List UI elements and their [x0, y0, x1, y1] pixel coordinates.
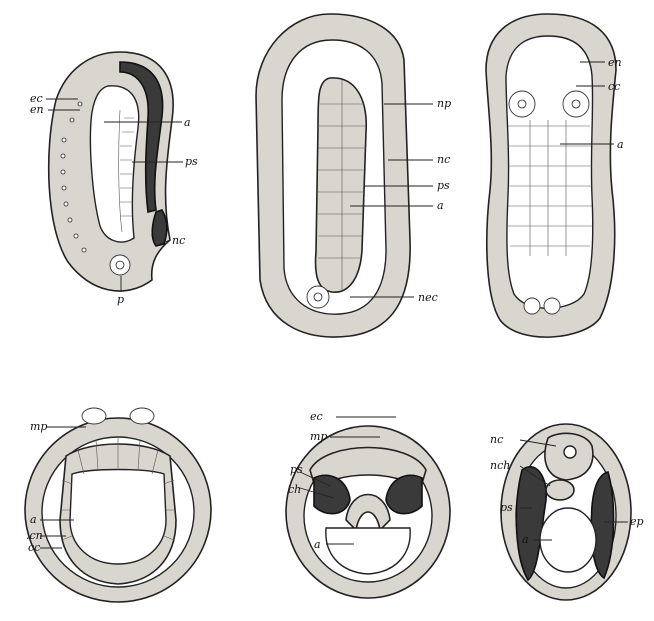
- fig5-label-ec: ec: [310, 410, 323, 423]
- figure-4-transverse-section: mp a .cn cc: [25, 408, 211, 602]
- fig1-label-ps: ps: [185, 155, 198, 168]
- fig4-label-mp: mp: [30, 420, 47, 433]
- fig1-label-p: p: [117, 293, 124, 306]
- fig4-label-cc: cc: [28, 541, 40, 554]
- figure-6-later-section: nc nch ps a ep: [490, 424, 644, 600]
- fig2-label-ps: ps: [437, 179, 450, 192]
- fig5-label-a: a: [314, 538, 321, 551]
- fig6-label-ep: ep: [630, 515, 644, 528]
- fig6-label-a: a: [522, 533, 529, 546]
- fig1-pole-cell-nucleus: [116, 261, 124, 269]
- fig6-notochord: [546, 480, 574, 500]
- fig2-label-a: a: [437, 199, 444, 212]
- fig5-label-mp: mp: [310, 430, 327, 443]
- fig2-notochord-column: [316, 78, 367, 292]
- fig1-label-nc: nc: [172, 234, 185, 247]
- fig1-label-en: en: [30, 103, 44, 116]
- fig1-label-a: a: [184, 116, 191, 129]
- figure-2-elongated-sac: np nc ps a nec: [256, 14, 451, 337]
- fig1-neural-canal: [152, 210, 167, 246]
- fig2-pole-cell-nucleus: [314, 293, 322, 301]
- fig3-lumen: [506, 36, 593, 308]
- fig2-label-nc: nc: [437, 153, 450, 166]
- fig6-neural-canal: [564, 446, 576, 458]
- fig2-label-np: np: [437, 97, 451, 110]
- fig3-label-en: en: [608, 56, 622, 69]
- figure-5-neural-fold-section: ec mp ps ch a: [286, 410, 450, 598]
- fig4-archenteron: [70, 470, 166, 565]
- fig1-archenteron: [90, 86, 138, 242]
- fig6-label-nch: nch: [490, 459, 510, 472]
- fig5-label-ps: ps: [290, 463, 303, 476]
- fig5-label-ch: ch: [288, 483, 301, 496]
- figure-3-gut-tube: en cc a: [486, 14, 624, 337]
- fig6-label-ps: ps: [500, 501, 513, 514]
- fig6-label-nc: nc: [490, 433, 503, 446]
- fig4-label-a: a: [30, 513, 37, 526]
- fig2-label-nec: nec: [418, 291, 438, 304]
- fig3-label-a: a: [617, 138, 624, 151]
- figure-1-curved-embryo: ec en a ps nc p: [30, 52, 198, 306]
- fig3-label-cc: cc: [608, 80, 620, 93]
